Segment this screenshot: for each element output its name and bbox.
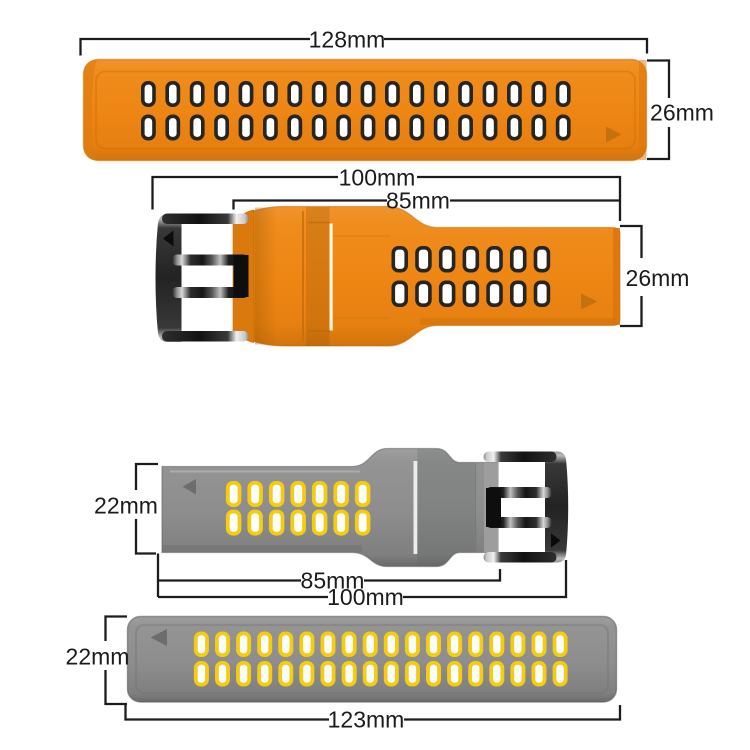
svg-text:123mm: 123mm	[328, 707, 405, 733]
svg-text:22mm: 22mm	[94, 493, 158, 519]
svg-text:26mm: 26mm	[650, 100, 714, 126]
svg-text:26mm: 26mm	[626, 265, 690, 291]
svg-text:100mm: 100mm	[339, 165, 416, 191]
svg-text:128mm: 128mm	[309, 27, 386, 53]
svg-text:85mm: 85mm	[386, 188, 450, 214]
svg-text:85mm: 85mm	[301, 568, 365, 594]
svg-text:22mm: 22mm	[66, 644, 130, 670]
svg-text:100mm: 100mm	[327, 584, 404, 610]
